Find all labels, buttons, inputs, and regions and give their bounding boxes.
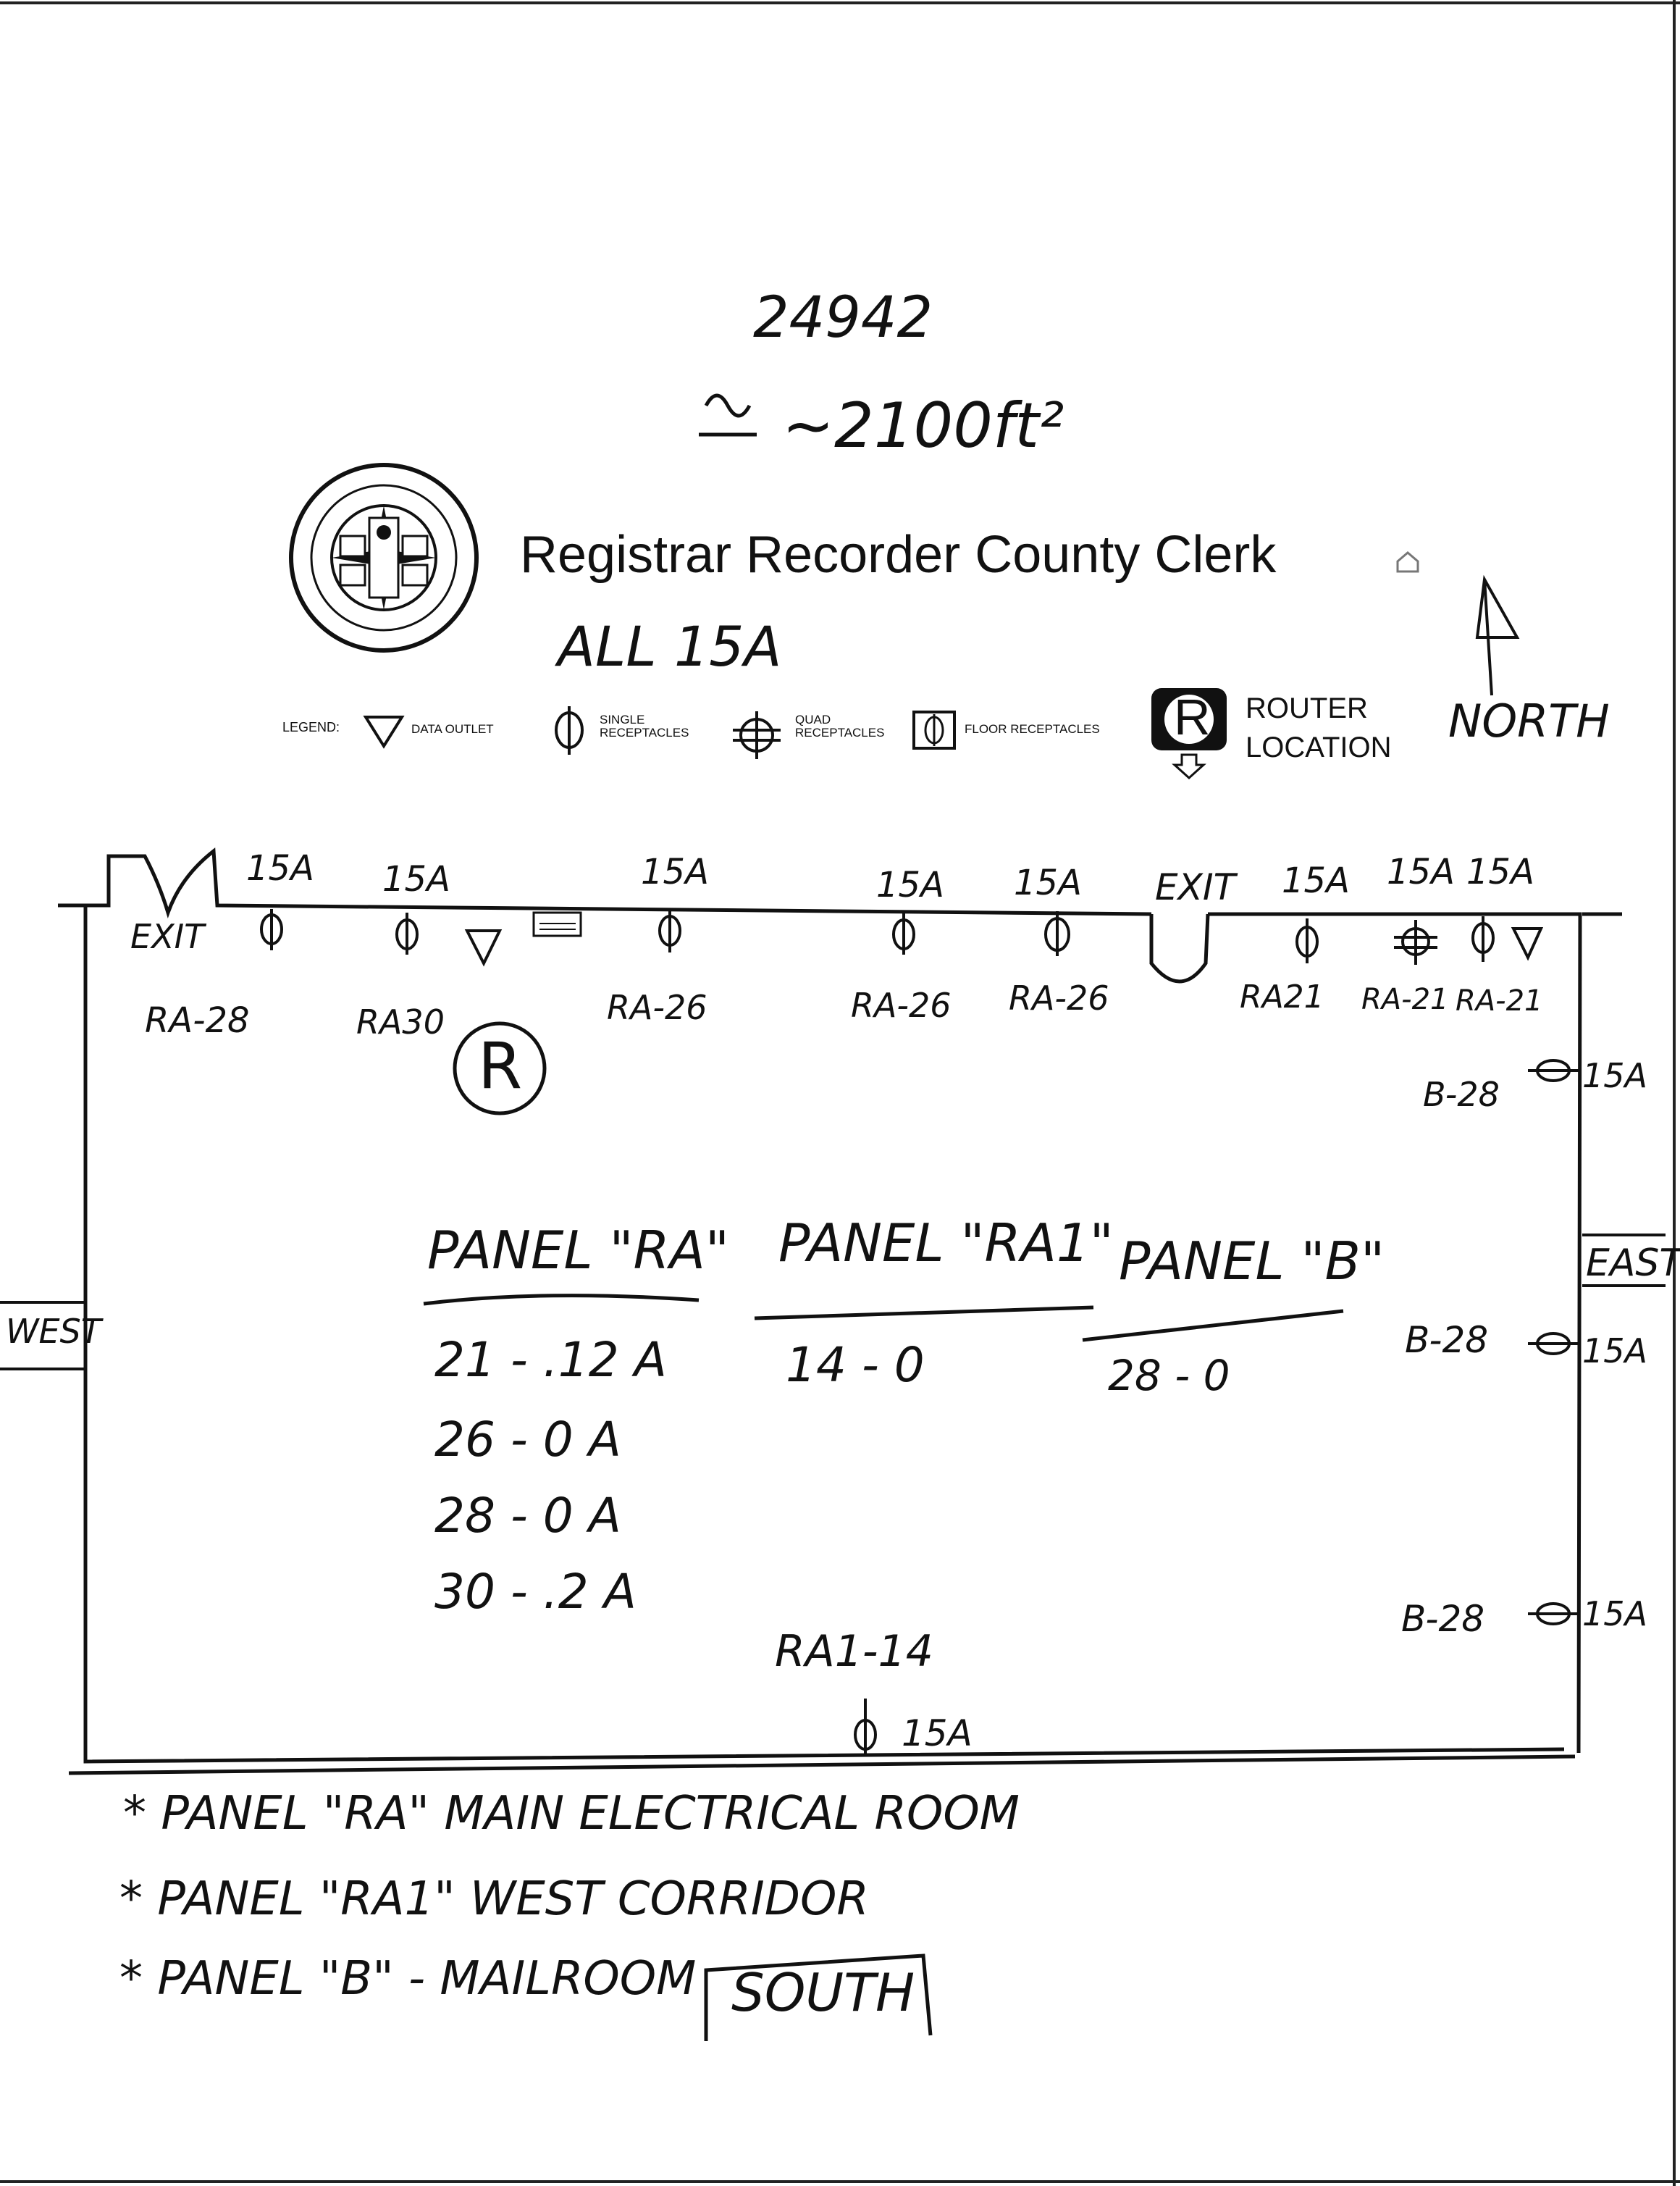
triangle-data-outlet-icon [464,929,503,967]
outlet-circuit-label: RA-28 [145,1000,250,1041]
single-receptacle-icon [1528,1059,1579,1082]
county-seal-icon [289,463,479,653]
triangle-data-outlet-icon [1511,927,1544,961]
home-icon [1396,551,1419,573]
outlet-circuit-label: RA-26 [851,986,952,1025]
outlet-circuit-label: RA21 [1240,979,1324,1015]
outlet-amp: 15A [876,865,944,905]
legend-router-line1: ROUTER [1246,692,1368,724]
single-receptacle-icon [260,909,283,950]
east-outlet-label: B-28 [1401,1598,1485,1640]
floor-box-icon [532,911,582,937]
panel-ra-row: 26 - 0 A [434,1412,621,1467]
east-outlet-amp: 15A [1582,1594,1648,1633]
panel-ra1-row: 14 - 0 [786,1337,925,1393]
outlet-symbols [260,909,1579,1756]
legend-router-line2: LOCATION [1246,732,1392,763]
plan-router-icon [453,1021,547,1115]
panel-b-title: PANEL "B" [1119,1231,1385,1291]
outlet-amp: 15A [1466,852,1534,892]
panel-ra-row: 21 - .12 A [434,1332,667,1388]
single-receptacle-icon [1528,1602,1579,1625]
outlet-amp: 15A [641,852,709,892]
outlet-circuit-label: RA-21 [1361,983,1449,1016]
legend-triangle-data-outlet-icon [363,716,405,749]
outlet-circuit-label: RA-26 [607,988,707,1027]
north-label: NORTH [1448,695,1610,747]
legend-router-icon [1151,688,1227,780]
area-label: ~2100ft² [782,390,1064,462]
east-outlet-amp: 15A [1582,1331,1648,1370]
west-label: WEST [6,1312,101,1351]
approx-sign [699,393,757,437]
legend-label: LEGEND: [282,720,340,734]
outlet-amp: 15A [382,859,450,900]
panel-ra-row: 28 - 0 A [434,1488,621,1544]
single-receptacle-icon [1528,1332,1579,1355]
note-line: * PANEL "RA" MAIN ELECTRICAL ROOM [123,1787,1020,1840]
reference-number: 24942 [753,285,933,351]
east-label: EAST [1586,1241,1680,1285]
exit-left-label: EXIT [130,917,205,956]
legend-floor-receptacle-icon [912,711,956,750]
legend-floor-receptacle-text: FLOOR RECEPTACLES [965,722,1100,736]
legend-quad-receptacle-text: QUAD RECEPTACLES [795,713,885,740]
panel-underlines [423,1294,1344,1342]
south-label: SOUTH [731,1962,915,2023]
legend-single-receptacle-icon [555,706,584,755]
single-receptacle-icon [1471,916,1495,962]
east-outlet-label: B-28 [1405,1319,1489,1361]
exit-right-label: EXIT [1155,866,1236,908]
panel-ra-title: PANEL "RA" [427,1220,729,1281]
legend-router-letter: R [1174,689,1211,745]
south-outlet-label: RA1-14 [775,1626,933,1677]
outlet-amp: 15A [1387,852,1455,892]
outlet-amp: 15A [1014,863,1082,903]
plan-router-letter: R [478,1029,523,1103]
legend-data-outlet-text: DATA OUTLET [411,722,494,736]
panel-ra1-title: PANEL "RA1" [778,1213,1114,1273]
south-box [704,1953,933,2041]
room-outline [58,847,1622,1775]
quad-receptacle-icon [1394,920,1437,965]
page-title: Registrar Recorder County Clerk [520,526,1277,584]
note-line: * PANEL "B" - MAILROOM [119,1952,697,2006]
outlet-circuit-label: RA-26 [1009,979,1109,1018]
single-receptacle-icon [395,913,419,955]
legend-single-receptacle-text: SINGLE RECEPTACLES [600,713,689,740]
single-receptacle-icon [1044,911,1070,956]
east-outlet-amp: 15A [1582,1056,1648,1095]
single-receptacle-icon [854,1699,877,1756]
note-line: * PANEL "RA1" WEST CORRIDOR [119,1872,869,1926]
outlet-circuit-label: RA-21 [1456,984,1543,1018]
single-receptacle-icon [892,913,915,955]
panel-ra-row: 30 - .2 A [434,1564,637,1620]
outlet-circuit-label: RA30 [356,1002,445,1042]
east-outlet-label: B-28 [1423,1075,1500,1114]
south-outlet-amp: 15A [902,1712,973,1754]
legend-quad-receptacle-icon [733,711,781,759]
single-receptacle-icon [1295,918,1319,963]
north-arrow-icon [1475,574,1520,696]
subtitle-all-15a: ALL 15A [558,614,782,679]
panel-b-row: 28 - 0 [1108,1351,1230,1400]
outlet-amp: 15A [1282,860,1350,901]
single-receptacle-icon [658,909,681,952]
outlet-amp: 15A [246,848,314,889]
